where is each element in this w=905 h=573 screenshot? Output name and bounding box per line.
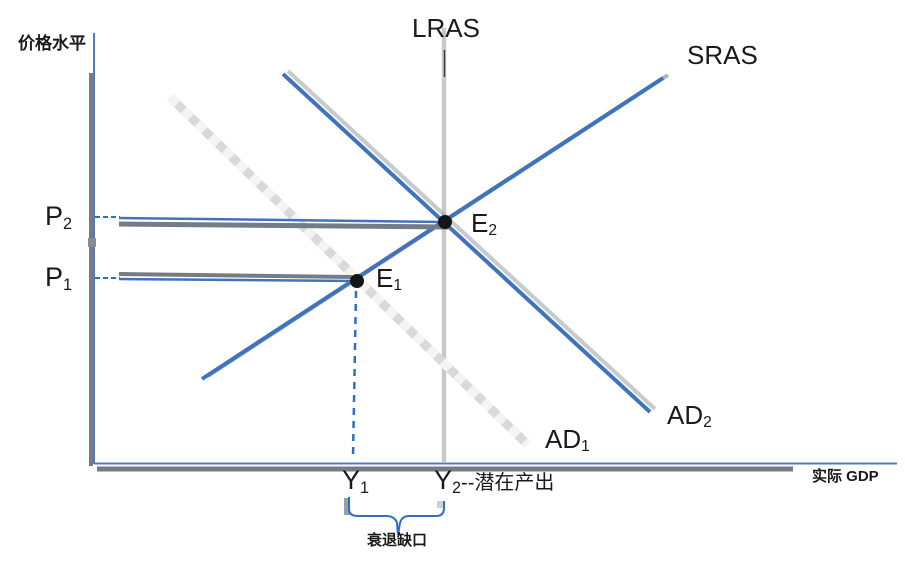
p1-guide-shadow [118, 272, 353, 279]
x-axis-label: 实际 GDP [812, 468, 879, 485]
e1-label-sub: 1 [393, 277, 403, 295]
e1-label: E1 [376, 263, 403, 295]
e1-point [350, 274, 364, 288]
recession-gap-brace [348, 497, 445, 536]
e2-label-sub: 2 [488, 222, 498, 240]
p2-guide-shadow [118, 221, 449, 230]
p1-label: P1 [45, 262, 73, 294]
brace-right-handle [437, 501, 444, 508]
y2-label-base: Y [434, 465, 453, 495]
ad1-label-sub: 1 [581, 438, 590, 456]
p2-label-base: P [45, 201, 64, 231]
e2-point [438, 215, 452, 229]
y1-label-base: Y [342, 465, 361, 495]
p2-label: P2 [45, 201, 73, 233]
y1-guide-dashed [351, 290, 358, 458]
p1-label-base: P [45, 262, 64, 292]
y1-label: Y1 [342, 465, 370, 497]
potential-output-label: --潜在产出 [461, 472, 555, 494]
e1-label-base: E [376, 263, 394, 293]
ad2-line [281, 72, 652, 414]
y1-label-sub: 1 [360, 478, 370, 497]
ad2-line-shadow [286, 69, 657, 411]
ad1-line-highlight [166, 93, 531, 448]
lras-label: LRAS [412, 13, 480, 43]
p2-label-sub: 2 [63, 214, 73, 233]
y2-label-sub: 2 [452, 478, 462, 497]
ad1-label: AD1 [545, 424, 590, 456]
e2-label-base: E [471, 208, 489, 238]
e2-label: E2 [471, 208, 498, 240]
p1-guide-line [118, 277, 358, 283]
ad2-label: AD2 [667, 400, 712, 432]
recession-gap-label: 衰退缺口 [367, 532, 428, 549]
brace-left-handle [344, 498, 350, 515]
y-axis-handle [88, 238, 96, 247]
p1-label-sub: 1 [63, 275, 73, 294]
ad2-label-base: AD [667, 400, 704, 430]
ad2-label-sub: 2 [703, 414, 712, 432]
p2-guide-line [118, 216, 446, 224]
y-axis-label: 价格水平 [18, 34, 86, 53]
sras-label: SRAS [687, 40, 758, 70]
ad1-label-base: AD [545, 424, 582, 454]
